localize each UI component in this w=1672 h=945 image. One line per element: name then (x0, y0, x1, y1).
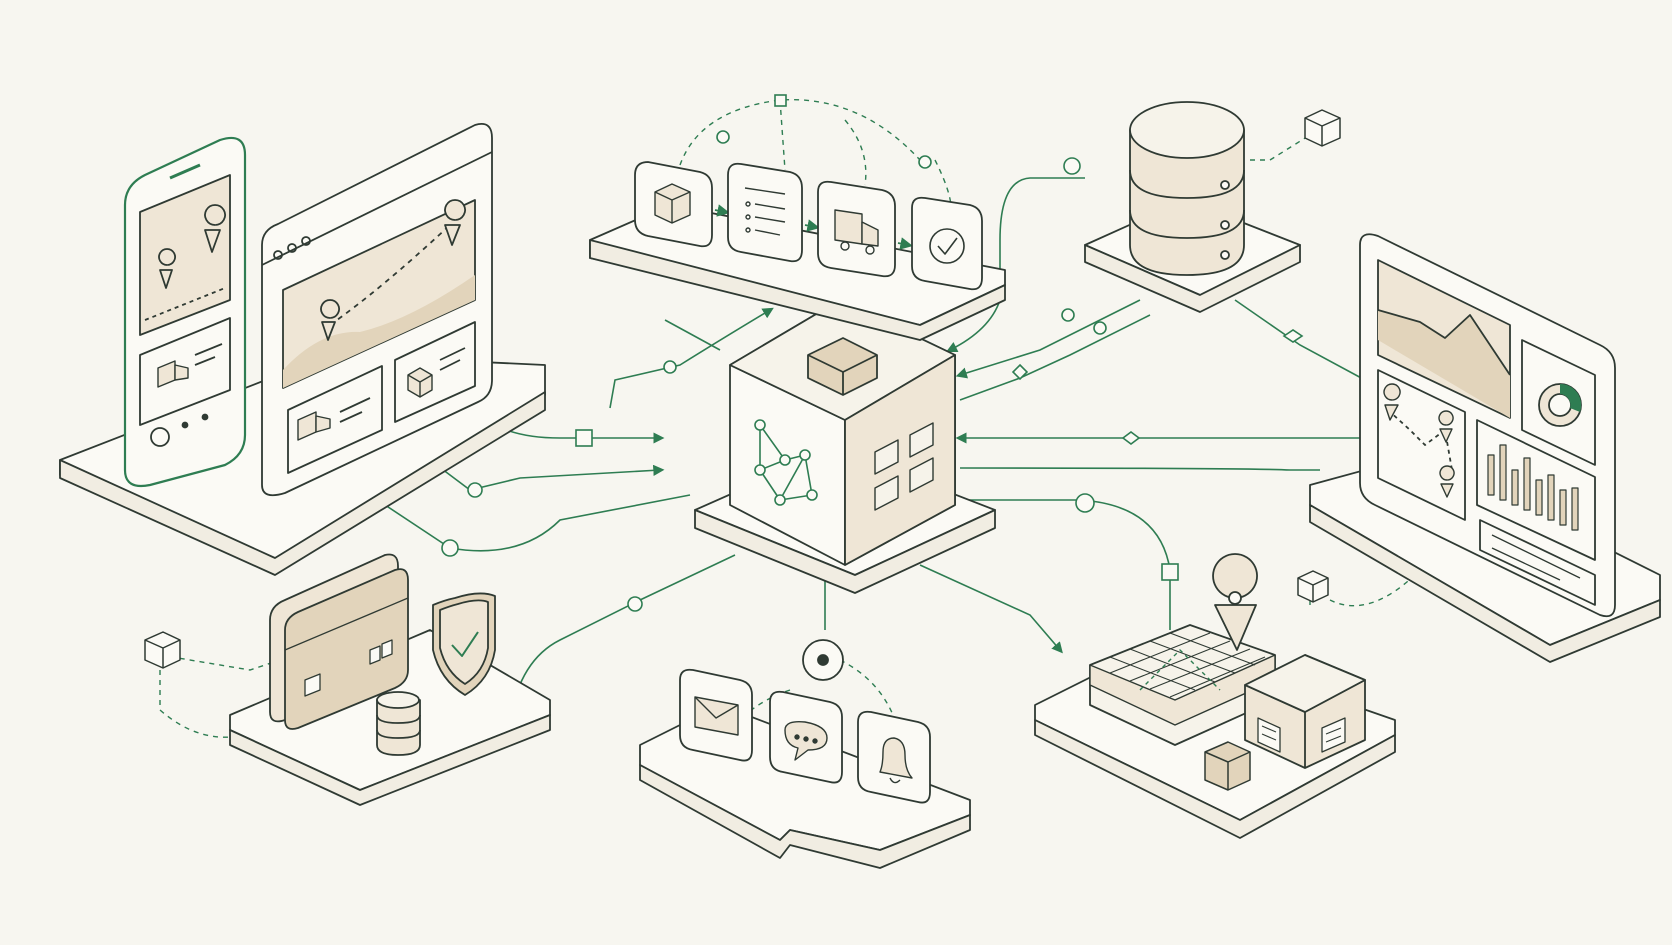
chat-channel[interactable] (770, 692, 842, 783)
delivered-step[interactable] (912, 198, 982, 290)
notifications[interactable] (640, 640, 970, 868)
cube-icon (145, 632, 180, 668)
payments-security[interactable] (145, 554, 550, 805)
analytics-dashboard[interactable] (1310, 234, 1660, 662)
central-hub[interactable] (695, 300, 995, 593)
alert-channel[interactable] (858, 712, 930, 803)
cube-icon (1298, 571, 1328, 602)
coin-stack-icon (377, 692, 420, 755)
cube-icon (1305, 110, 1340, 146)
connector-apps-to-hub-bottom (370, 495, 690, 551)
package-icon (408, 368, 432, 397)
order-document-step[interactable] (728, 164, 802, 262)
connector-dashboard-to-hub-low (960, 468, 1320, 470)
connector-db-to-dashboard (1235, 300, 1365, 380)
package-step[interactable] (635, 162, 712, 246)
connector-db-to-hub-3 (960, 315, 1150, 400)
connector-apps-to-hub-mid (430, 460, 660, 490)
smartphone-icon[interactable] (125, 138, 245, 486)
order-workflow[interactable] (590, 162, 1005, 340)
database-icon (1130, 102, 1244, 275)
connector-workflow-to-hub (665, 320, 720, 350)
email-channel[interactable] (680, 670, 752, 761)
mobile-and-web-apps[interactable] (60, 124, 545, 575)
shipping-step[interactable] (818, 182, 895, 277)
cube-icon (1205, 742, 1250, 790)
package-icon (655, 184, 690, 223)
warehouse-map[interactable] (1035, 554, 1395, 838)
connector-hub-to-warehouse-2 (920, 565, 1060, 650)
database[interactable] (1085, 102, 1340, 312)
broadcast-icon (803, 640, 843, 680)
